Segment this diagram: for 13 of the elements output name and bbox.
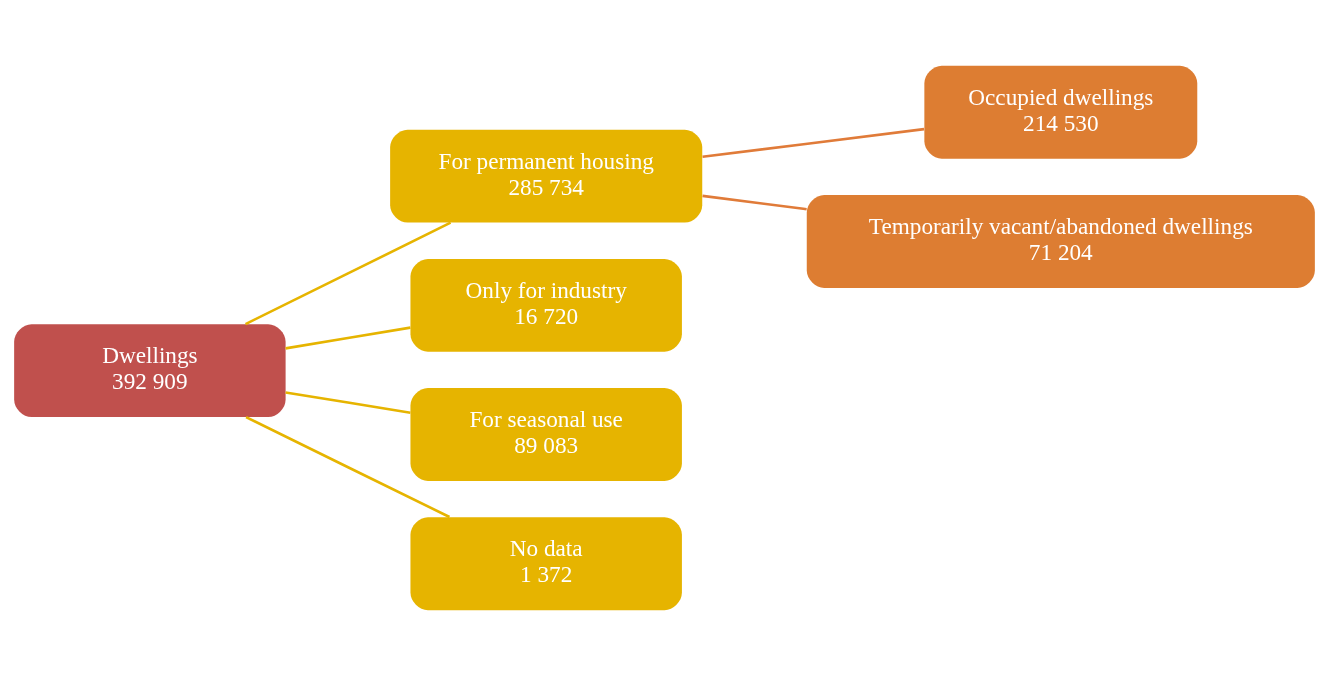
connector — [245, 415, 451, 518]
node-box: For seasonal use 89 083 — [410, 387, 682, 481]
connector — [702, 194, 807, 210]
connector — [244, 221, 452, 325]
connector — [702, 127, 925, 158]
node-box: Occupied dwellings 214 530 — [924, 65, 1198, 159]
node-box: Dwellings 392 909 — [14, 323, 286, 417]
connector — [285, 390, 411, 414]
node-box: Only for industry 16 720 — [410, 258, 682, 352]
node-box: No data 1 372 — [410, 516, 682, 610]
connector — [285, 325, 411, 350]
node-box: For permanent housing 285 734 — [390, 129, 703, 223]
node-box: Temporarily vacant/abandoned dwellings 71 204 — [806, 194, 1315, 288]
